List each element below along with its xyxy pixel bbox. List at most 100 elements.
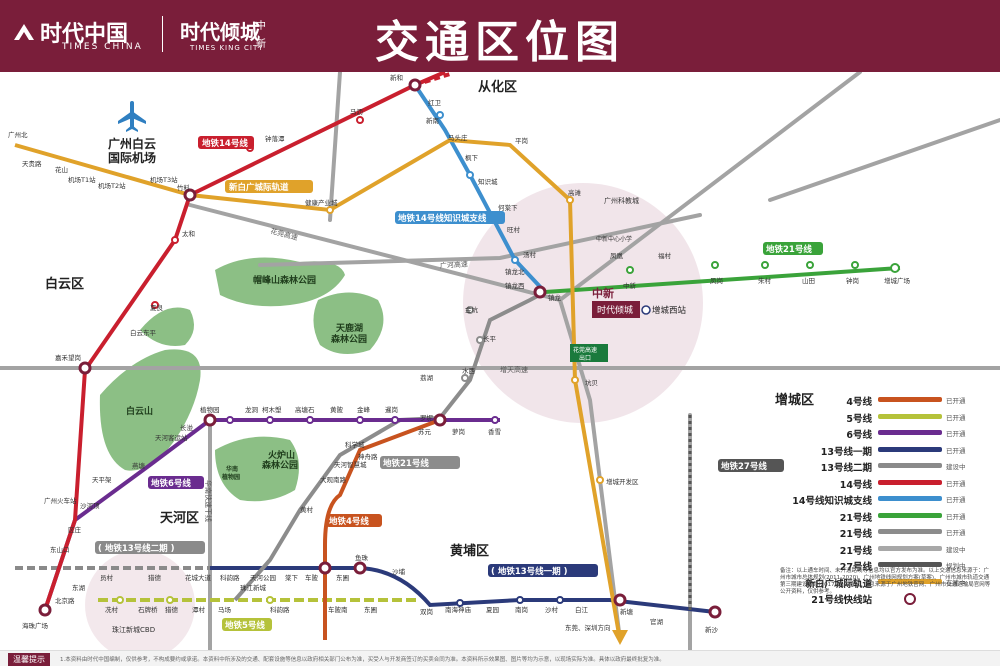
station-label: 白江 — [575, 605, 589, 614]
poi-kejiaocheng: 广州科教城 — [604, 196, 639, 205]
station-label: 新沙 — [705, 625, 719, 634]
station-label: 科韵路 — [220, 573, 240, 582]
interchange-zhiwuyuan — [203, 413, 217, 427]
station-label: 东圃 — [336, 573, 349, 582]
legend-swatch — [878, 479, 942, 485]
district-tianhe: 天河区 — [160, 510, 199, 526]
station-dot — [711, 261, 719, 269]
station-label: 沙埔 — [392, 567, 406, 576]
station-label: 广州北 — [8, 130, 28, 139]
station-dot — [116, 596, 124, 604]
legend-swatch — [878, 397, 942, 402]
legend-row: 6号线已开通 — [846, 430, 966, 441]
footer: 温馨提示 1.本资料由时代中国编制，仅供参考，不构成要约或承诺。本资料中所涉及的… — [0, 650, 1000, 666]
station-label: 机场T2站 — [98, 181, 126, 190]
station-label: 汤村 — [523, 250, 537, 259]
park-label-tianlu-2: 森林公园 — [331, 333, 367, 345]
interchange-yuzhu — [353, 561, 367, 575]
station-label: 东山口 — [50, 545, 70, 554]
road-label-zengtian: 增天高速 — [500, 365, 528, 374]
label-line-13-phase1: ( 地铁13号线一期 ) — [491, 566, 568, 577]
legend-row: 21号线已开通 — [839, 512, 966, 524]
label-line-21-green: 地铁21号线 — [766, 244, 812, 255]
station-label: 增城开发区 — [606, 477, 639, 486]
maofeng-park — [215, 257, 345, 307]
station-label: 天贵路 — [22, 159, 42, 168]
station-label: 长湴 — [180, 423, 194, 432]
station-label: 植物园 — [200, 405, 220, 414]
road-northeast — [768, 118, 1000, 202]
legend-swatch — [878, 529, 942, 534]
station-dot — [851, 261, 859, 269]
station-label: 猎德 — [148, 573, 162, 582]
logo-divider — [162, 16, 163, 52]
station-label: 马场 — [218, 605, 232, 614]
station-label: 沙河顶 — [80, 502, 100, 510]
station-label: 猎德 — [165, 605, 179, 614]
station-label: 科学城 — [345, 440, 365, 449]
station-label: 柯木塱 — [262, 405, 282, 414]
station-label: 燕塘 — [132, 461, 146, 470]
airport-label-1: 广州白云 — [108, 136, 156, 151]
station-label: 花城大道 — [185, 573, 212, 582]
station-label: 黄陂 — [330, 405, 344, 414]
interchange-zhuliao — [183, 188, 197, 202]
label-line-14: 地铁14号线 — [202, 138, 248, 149]
project-name: 时代倾城 — [180, 20, 260, 44]
road-guanghe-expressway — [258, 213, 702, 267]
project-building-label: 时代倾城 — [597, 304, 633, 316]
legend-row: 5号线已开通 — [846, 413, 966, 425]
station-label: 金坑 — [465, 305, 479, 314]
station-dot — [466, 306, 474, 314]
station-label: 罗坭 — [420, 414, 434, 422]
station-label: 萝岗 — [452, 427, 465, 436]
brand-name: 时代中国 — [40, 22, 129, 47]
interchange-xinsha — [708, 605, 722, 619]
station-dot — [890, 263, 900, 273]
legend-row: 14号线已开通 — [839, 479, 966, 491]
legend-swatch — [878, 463, 942, 468]
interchange-suyuan — [433, 413, 447, 427]
district-conghua: 从化区 — [478, 79, 517, 95]
station-dot — [461, 374, 469, 382]
label-line-14-branch: 地铁14号线知识城支线 — [398, 213, 487, 224]
station-dot — [266, 416, 274, 424]
station-label: 员村 — [100, 573, 114, 582]
station-dot — [556, 596, 564, 604]
station-label: 水西 — [462, 366, 476, 375]
legend-row: 21号线已开通 — [839, 529, 966, 540]
station-dot — [761, 261, 769, 269]
road-label-guanghe: 广河高速 — [440, 260, 468, 270]
baiyun-park-north — [140, 307, 194, 346]
interchange-jiahe — [78, 361, 92, 375]
station-label: 钟岗 — [846, 276, 859, 285]
station-dot — [491, 416, 499, 424]
brand-name-en: TIMES CHINA — [62, 42, 143, 52]
footer-text: 1.本资料由时代中国编制，仅供参考，不构成要约或承诺。本资料中所涉及的交通、配套… — [60, 657, 665, 663]
station-label: 机场T1站 — [68, 175, 96, 184]
station-label: 天河智慧城 — [334, 460, 367, 469]
station-label: 南岗 — [515, 605, 528, 614]
station-icon — [641, 305, 651, 315]
station-label: 潭村 — [192, 605, 206, 614]
park-label-huoshan-2: 森林公园 — [262, 459, 298, 471]
interchange-chebei — [318, 561, 332, 575]
station-label: 镇龙北 — [505, 267, 525, 276]
legend-swatch — [878, 545, 942, 551]
station-dot — [326, 206, 334, 214]
station-dot — [171, 236, 179, 244]
station-label: 机场T3站 — [150, 175, 178, 184]
station-label: 坑贝 — [585, 378, 598, 387]
legend-swatch — [878, 578, 942, 584]
page-title: 交通区位图 — [375, 17, 625, 68]
station-label: 珠江新城 — [240, 583, 267, 592]
station-label: 东圃 — [364, 605, 377, 614]
label-line-27: 地铁27号线 — [721, 461, 767, 472]
station-label: 镇龙西 — [505, 281, 525, 290]
station-label: 车陂 — [305, 573, 319, 582]
legend-swatch — [904, 593, 916, 605]
station-label: 北京路 — [55, 596, 75, 605]
station-label: 凤岗 — [710, 277, 723, 285]
station-label: 高滩 — [568, 188, 582, 197]
